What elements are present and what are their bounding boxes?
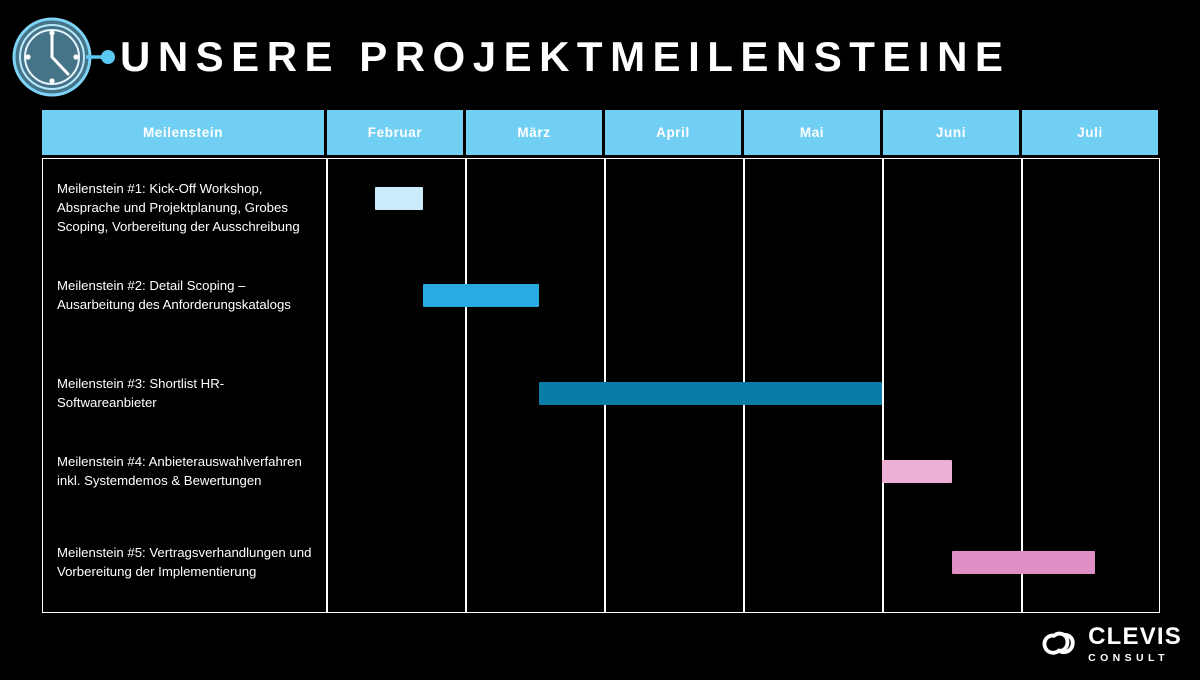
grid-line-2 <box>465 159 467 612</box>
gantt-bar-milestone-1 <box>374 187 424 210</box>
gantt-bar-milestone-3 <box>538 382 882 405</box>
gantt-bar-milestone-5 <box>951 551 1095 574</box>
brand-logo: CLEVIS CONSULT <box>1039 624 1182 664</box>
column-header-april: April <box>605 110 741 155</box>
column-header-juli: Juli <box>1022 110 1158 155</box>
grid-line-5 <box>882 159 884 612</box>
table-row-label-4: Meilenstein #4: Anbieterauswahlverfahren… <box>57 454 302 488</box>
table-row-label-3: Meilenstein #3: Shortlist HR-Softwareanb… <box>57 376 225 410</box>
slide-header: UNSERE PROJEKTMEILENSTEINE <box>0 14 1200 100</box>
gantt-body: Meilenstein #1: Kick-Off Workshop, Abspr… <box>42 158 1160 613</box>
logo-subtitle: CONSULT <box>1088 651 1169 664</box>
logo-name: CLEVIS <box>1088 622 1182 650</box>
page-title: UNSERE PROJEKTMEILENSTEINE <box>120 33 1011 80</box>
table-row-label-2: Meilenstein #2: Detail Scoping – Ausarbe… <box>57 278 291 312</box>
gantt-table: Meilenstein Februar März April Mai Juni … <box>42 110 1160 613</box>
clock-icon <box>8 14 118 100</box>
table-row-label-1: Meilenstein #1: Kick-Off Workshop, Abspr… <box>57 181 300 234</box>
column-header-maerz: März <box>466 110 602 155</box>
gantt-bar-milestone-4 <box>882 460 952 483</box>
gantt-bar-milestone-2 <box>423 284 539 307</box>
trefoil-knot-icon <box>1042 631 1075 655</box>
column-header-mai: Mai <box>744 110 880 155</box>
table-row-label-5: Meilenstein #5: Vertragsverhandlungen un… <box>57 545 312 579</box>
row-label-column: Meilenstein #1: Kick-Off Workshop, Abspr… <box>43 159 328 612</box>
column-header-juni: Juni <box>883 110 1019 155</box>
grid-line-1 <box>326 159 328 612</box>
column-header-meilenstein: Meilenstein <box>42 110 324 155</box>
grid-line-6 <box>1021 159 1023 612</box>
table-header-row: Meilenstein Februar März April Mai Juni … <box>42 110 1160 155</box>
column-header-februar: Februar <box>327 110 463 155</box>
logo-wordmark: CLEVIS CONSULT <box>1088 622 1182 664</box>
